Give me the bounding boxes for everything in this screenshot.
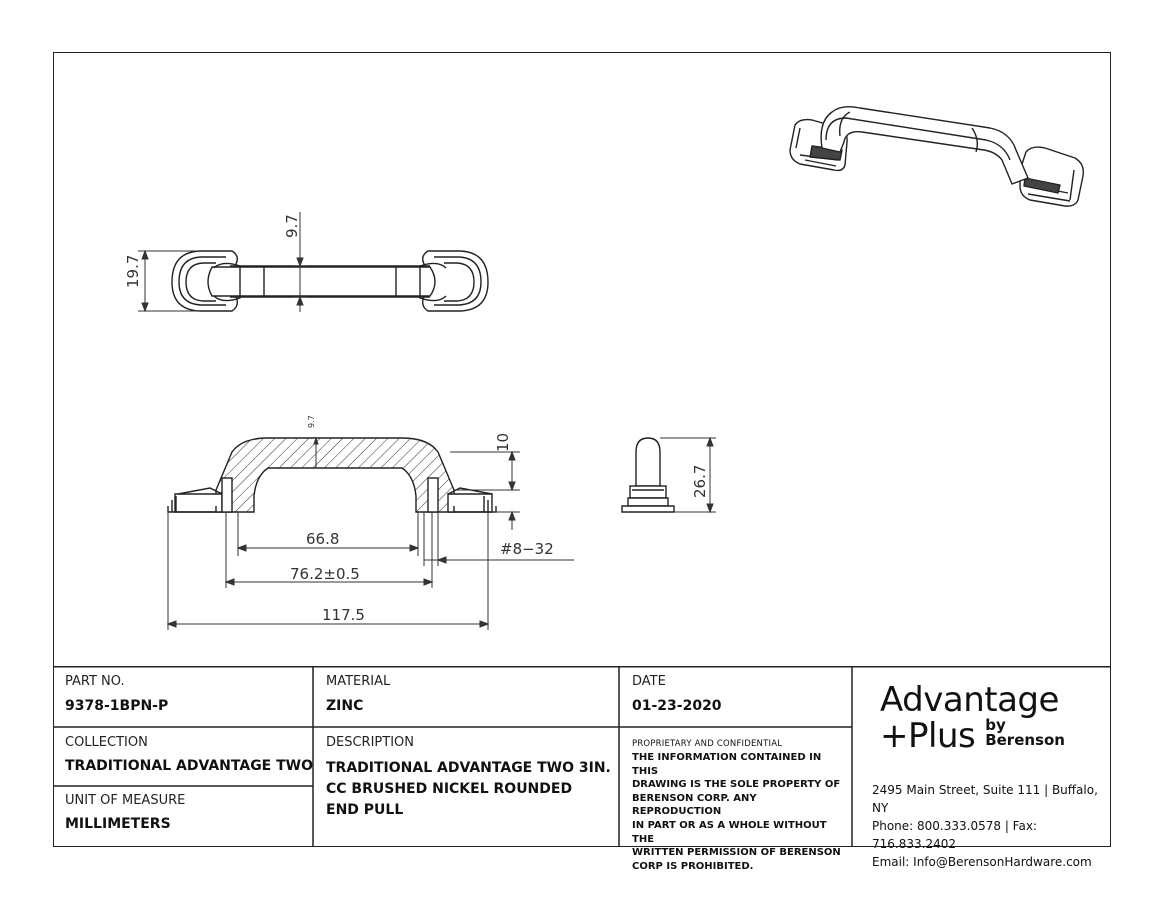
material-cell: MATERIAL ZINC <box>326 674 390 714</box>
dim-thread: #8−32 <box>500 540 554 558</box>
date-label: DATE <box>632 674 666 689</box>
confidential-cell: PROPRIETARY AND CONFIDENTIAL THE INFORMA… <box>632 739 847 873</box>
description-line: TRADITIONAL ADVANTAGE TWO 3IN. <box>326 760 611 776</box>
description-cell: DESCRIPTION TRADITIONAL ADVANTAGE TWO 3I… <box>326 735 611 821</box>
description-value: TRADITIONAL ADVANTAGE TWO 3IN. CC BRUSHE… <box>326 758 611 821</box>
notice-line: CORP IS PROHIBITED. <box>632 860 754 872</box>
brand-logo: Advantage +Plus by Berenson <box>880 680 1105 756</box>
collection-label: COLLECTION <box>65 735 148 750</box>
dim-section-thickness: 9.7 <box>307 415 316 428</box>
notice-line: WRITTEN PERMISSION OF BERENSON <box>632 847 841 859</box>
dim-overall-length: 117.5 <box>322 606 365 624</box>
phone: Phone: 800.333.0578 | Fax: 716.833.2402 <box>872 819 1037 851</box>
dim-top-depth: 9.7 <box>283 214 301 238</box>
dim-height-10: 10 <box>494 433 512 452</box>
logo-company: Berenson <box>985 731 1065 749</box>
end-view <box>621 437 675 513</box>
address: 2495 Main Street, Suite 111 | Buffalo, N… <box>872 783 1098 815</box>
date-cell: DATE 01-23-2020 <box>632 674 722 714</box>
date-value: 01-23-2020 <box>632 698 722 714</box>
uom-cell: UNIT OF MEASURE MILLIMETERS <box>65 793 185 832</box>
isometric-view <box>789 105 1085 207</box>
section-view <box>167 437 497 513</box>
logo-by-block: by Berenson <box>985 718 1065 751</box>
material-label: MATERIAL <box>326 674 391 689</box>
confidential-notice: THE INFORMATION CONTAINED IN THIS DRAWIN… <box>632 751 847 873</box>
technical-drawing: 19.7 9.7 <box>124 105 1085 630</box>
uom-value: MILLIMETERS <box>65 816 171 832</box>
dim-height-total: 26.7 <box>691 465 709 498</box>
logo-line2-row: +Plus by Berenson <box>880 716 1105 756</box>
drawing-sheet-border <box>53 52 1111 847</box>
description-label: DESCRIPTION <box>326 735 414 750</box>
title-block-grid <box>53 666 1111 847</box>
collection-value: TRADITIONAL ADVANTAGE TWO <box>65 758 314 774</box>
notice-line: IN PART OR AS A WHOLE WITHOUT THE <box>632 819 827 845</box>
uom-label: UNIT OF MEASURE <box>65 793 186 808</box>
logo-by: by <box>985 716 1006 734</box>
dim-top-width: 19.7 <box>124 255 142 288</box>
notice-line: BERENSON CORP. ANY REPRODUCTION <box>632 792 757 818</box>
material-value: ZINC <box>326 698 364 714</box>
proprietary-label: PROPRIETARY AND CONFIDENTIAL <box>632 739 783 749</box>
notice-line: THE INFORMATION CONTAINED IN THIS <box>632 752 822 777</box>
dim-inner-span: 66.8 <box>306 530 339 548</box>
brand-contact: 2495 Main Street, Suite 111 | Buffalo, N… <box>872 781 1108 871</box>
dim-center-to-center: 76.2±0.5 <box>290 565 360 583</box>
part-no-cell: PART NO. 9378-1BPN-P <box>65 674 168 714</box>
part-no-label: PART NO. <box>65 674 125 689</box>
email-link[interactable]: Email: Info@BerensonHardware.com <box>872 855 1092 869</box>
title-block: PART NO. 9378-1BPN-P MATERIAL ZINC DATE … <box>53 666 1111 872</box>
collection-cell: COLLECTION TRADITIONAL ADVANTAGE TWO <box>65 735 313 774</box>
notice-line: DRAWING IS THE SOLE PROPERTY OF <box>632 779 841 791</box>
description-line: END PULL <box>326 802 404 818</box>
part-no-value: 9378-1BPN-P <box>65 698 169 714</box>
logo-line1: Advantage <box>880 680 1059 720</box>
description-line: CC BRUSHED NICKEL ROUNDED <box>326 781 573 797</box>
top-view <box>171 250 489 312</box>
logo-line2: +Plus <box>880 716 976 756</box>
